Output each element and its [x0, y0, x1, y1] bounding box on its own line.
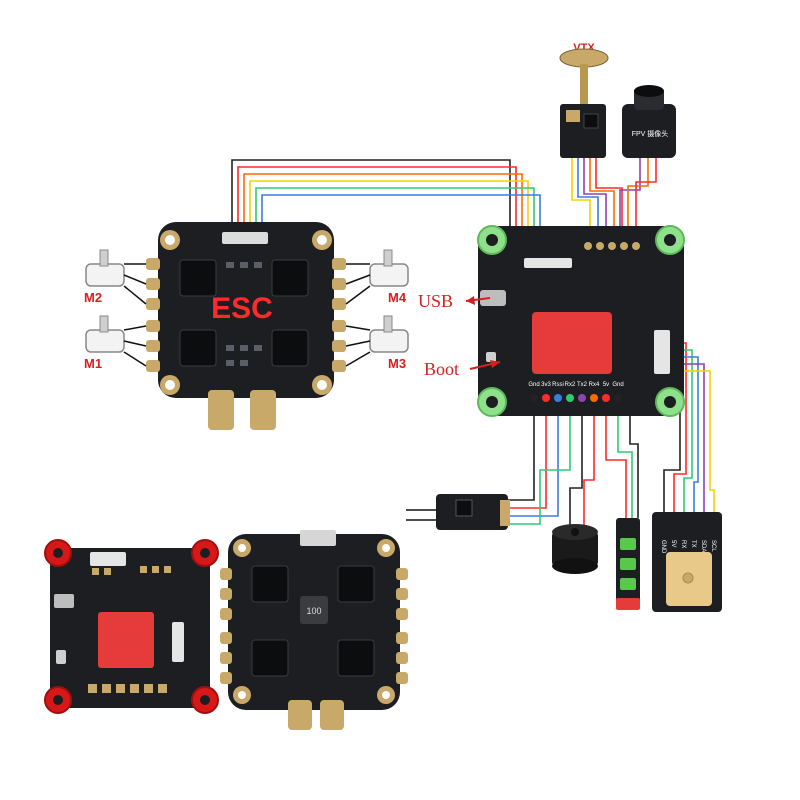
gps-pin-label: SDA	[700, 540, 706, 552]
vtx-module: VTX	[559, 42, 609, 158]
fc-pad	[578, 394, 586, 402]
wire	[237, 166, 517, 258]
wire	[249, 180, 529, 258]
wire	[670, 363, 705, 512]
fc-pad	[614, 394, 622, 402]
boot-label: Boot	[424, 359, 459, 379]
fc-red-sticker	[532, 312, 612, 374]
wire	[243, 173, 523, 258]
gps-pin-label: TX	[690, 540, 696, 548]
wire	[589, 158, 615, 246]
motor-m3: M3	[345, 315, 409, 371]
fc-pad	[590, 394, 598, 402]
wire	[583, 402, 595, 532]
motor-m2-label: M2	[84, 290, 102, 305]
wire	[508, 402, 535, 501]
fc-pin-label: 5v	[603, 382, 609, 388]
fc-pad	[530, 394, 538, 402]
gps-module: GND 5V RX TX SDA SCL	[652, 512, 722, 612]
gps-pin-label: RX	[680, 540, 686, 548]
fc-pad	[542, 394, 550, 402]
fc-pin-label: Tx2	[577, 382, 588, 388]
buzzer	[552, 524, 598, 574]
gps-pin-label: SCL	[710, 540, 716, 552]
fc-pad	[554, 394, 562, 402]
esc-inductor-label: 100	[306, 606, 321, 616]
gps-pin-label: GND	[660, 540, 666, 554]
motor-m4-label: M4	[388, 290, 407, 305]
wire	[569, 402, 583, 532]
fc-pin-label: 3v3	[541, 382, 551, 388]
wire	[627, 158, 649, 246]
fc-pin-label: Rx4	[589, 382, 600, 388]
esc-to-fc-wire-harness	[231, 159, 541, 258]
wire	[670, 349, 693, 512]
wire	[595, 158, 623, 246]
motor-m1: M1	[84, 315, 147, 371]
fc-pin-label: Rssi	[552, 382, 564, 388]
wire	[508, 402, 571, 525]
usb-port	[480, 290, 506, 306]
motor-m1-label: M1	[84, 356, 102, 371]
motor-m2: M2	[84, 249, 147, 305]
fc-to-vtx-camera-wires	[571, 158, 657, 246]
wire	[617, 402, 633, 518]
esc-board: ESC	[146, 222, 346, 430]
fc-pad	[566, 394, 574, 402]
wire	[629, 402, 639, 518]
bottom-fc-board	[44, 539, 219, 714]
wire	[670, 356, 699, 512]
usb-callout: USB	[418, 291, 491, 311]
fpv-camera: FPV 摄像头	[622, 85, 676, 158]
fc-pin-label: Gnd	[528, 382, 539, 388]
motor-m4: M4	[345, 249, 409, 305]
wire	[571, 158, 591, 246]
fc-pin-label: Gnd	[612, 382, 623, 388]
esc-label: ESC	[211, 292, 273, 325]
wire	[619, 158, 641, 246]
receiver-module	[406, 494, 510, 530]
wire	[231, 159, 511, 258]
wire	[508, 402, 547, 509]
wire	[583, 158, 607, 246]
led-strip	[616, 518, 640, 610]
usb-label: USB	[418, 291, 453, 311]
wire	[255, 187, 535, 258]
gps-pin-label: 5V	[670, 540, 676, 547]
boot-button	[486, 352, 496, 362]
wire	[577, 158, 599, 246]
gps-pin-labels: GND 5V RX TX SDA SCL	[660, 540, 716, 554]
motor-m3-label: M3	[388, 356, 406, 371]
fc-bottom-pads	[530, 394, 622, 402]
wire	[508, 402, 559, 517]
wire	[670, 370, 715, 512]
fc-pin-label: Rx2	[565, 382, 576, 388]
boot-callout: Boot	[424, 359, 501, 379]
fpv-camera-label: FPV 摄像头	[632, 129, 669, 138]
bottom-esc-board: 100	[220, 530, 408, 730]
fc-pad	[602, 394, 610, 402]
wire	[605, 402, 627, 518]
wire	[635, 158, 657, 246]
